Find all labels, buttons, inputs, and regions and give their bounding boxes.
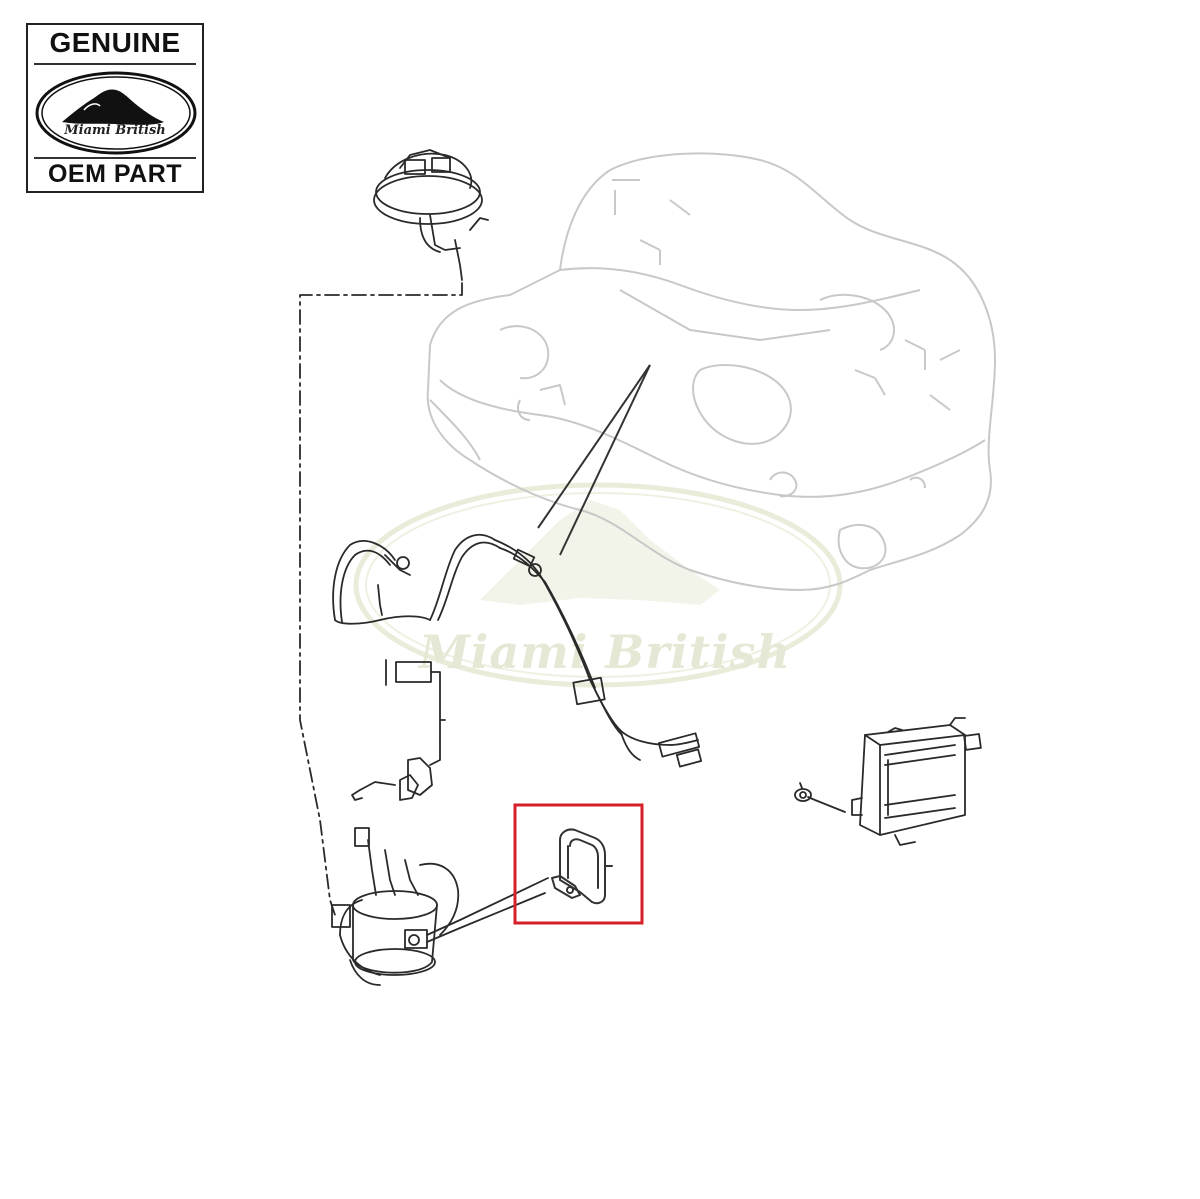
badge-divider [34,157,196,159]
fuel-pump-control-module [794,717,982,846]
genuine-oem-badge: GENUINE Miami British OEM PART [26,23,204,193]
fuel-pump-module [331,827,549,986]
fuel-pump-flange [373,149,489,281]
badge-bottom-text: OEM PART [47,160,183,188]
badge-brand-script: Miami British [64,123,166,138]
watermark-text: Miami British [418,625,791,679]
miami-british-logo [35,71,197,155]
wiring-harness [332,533,703,768]
badge-top-text: GENUINE [49,27,181,58]
bracket-part [551,828,613,905]
highlight-box [513,803,644,925]
fuel-level-sender [351,659,446,801]
badge-divider [34,63,196,65]
